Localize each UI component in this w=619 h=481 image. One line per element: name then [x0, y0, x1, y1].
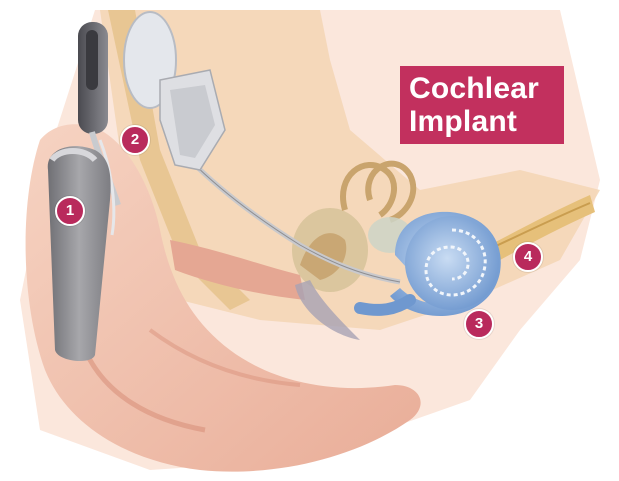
- marker-3: 3: [464, 309, 494, 339]
- title-line-1: Cochlear: [409, 72, 564, 105]
- title-line-2: Implant: [409, 105, 564, 138]
- marker-4: 4: [513, 242, 543, 272]
- marker-1: 1: [55, 196, 85, 226]
- marker-2: 2: [120, 125, 150, 155]
- title-banner: Cochlear Implant: [400, 66, 564, 144]
